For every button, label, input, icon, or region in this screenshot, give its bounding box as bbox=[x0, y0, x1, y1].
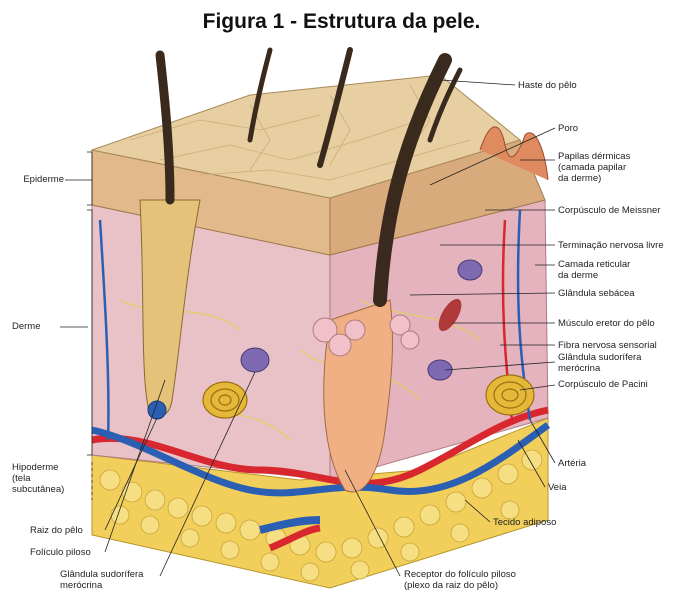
label-meissner: Corpúsculo de Meissner bbox=[558, 205, 660, 216]
label-reticular: Camada reticular da derme bbox=[558, 259, 630, 281]
label-papilas: Papilas dérmicas (camada papilar da derm… bbox=[558, 151, 630, 184]
label-sudorifera: Glândula sudorífera merócrina bbox=[60, 569, 143, 591]
label-veia: Veia bbox=[548, 482, 567, 493]
label-fibra: Fibra nervosa sensorial bbox=[558, 340, 657, 351]
label-pacini: Corpúsculo de Pacini bbox=[558, 379, 648, 390]
label-epiderme: Epiderme bbox=[12, 174, 64, 185]
label-raiz: Raiz do pêlo bbox=[30, 525, 83, 536]
label-hipoderme: Hipoderme (tela subcutânea) bbox=[12, 462, 82, 495]
label-foliculo: Folículo piloso bbox=[30, 547, 91, 558]
label-haste: Haste do pêlo bbox=[518, 80, 577, 91]
label-derme: Derme bbox=[12, 321, 58, 332]
label-eretor: Músculo eretor do pêlo bbox=[558, 318, 655, 329]
label-adiposo: Tecido adiposo bbox=[493, 517, 556, 528]
label-receptor: Receptor do folículo piloso (plexo da ra… bbox=[404, 569, 516, 591]
label-poro: Poro bbox=[558, 123, 578, 134]
label-sudorifera-m: Glândula sudorífera merócrina bbox=[558, 352, 641, 374]
label-arteria: Artéria bbox=[558, 458, 586, 469]
label-terminacao: Terminação nervosa livre bbox=[558, 240, 664, 251]
label-sebacea: Glândula sebácea bbox=[558, 288, 635, 299]
